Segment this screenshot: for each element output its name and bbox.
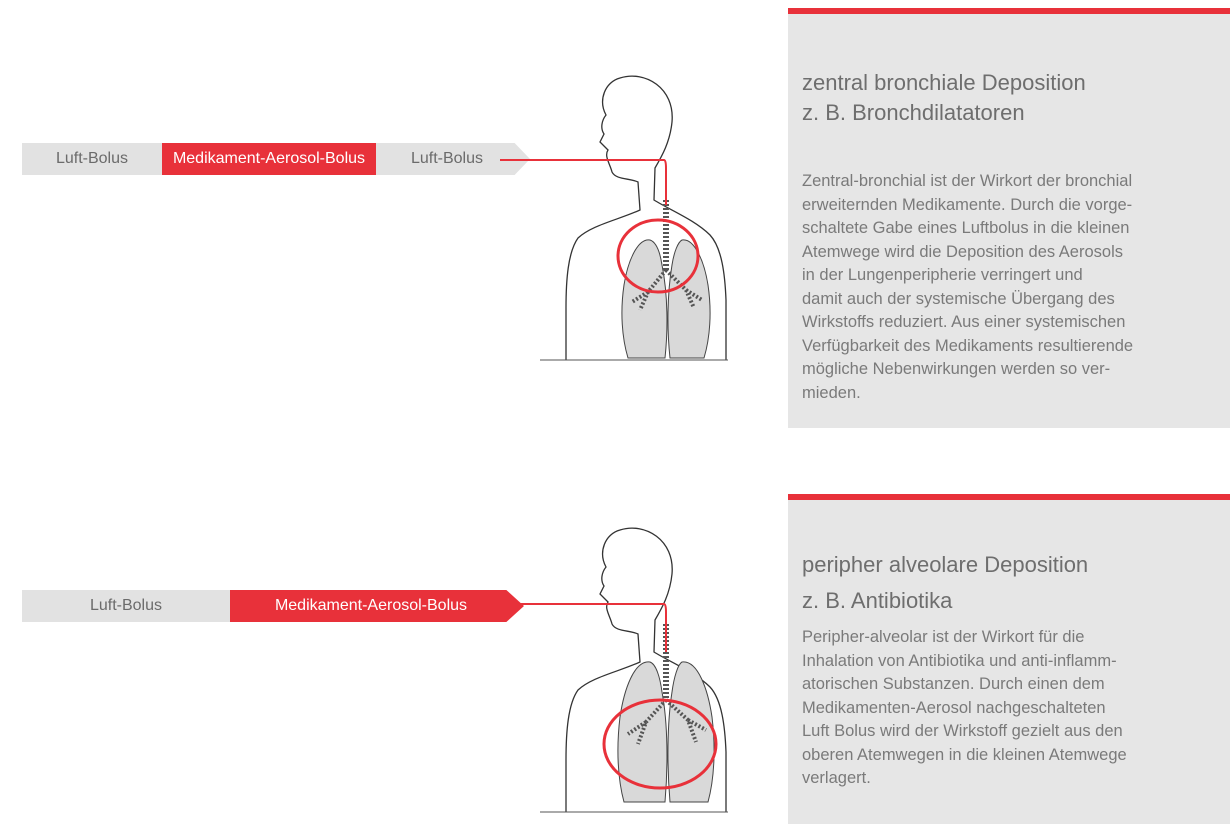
- aerosol-airway-path: [500, 160, 666, 205]
- aerosol-airway-path: [500, 604, 666, 652]
- description-line: in der Lungenperipherie verringert und: [802, 264, 1230, 288]
- description-line: Verfügbarkeit des Medikaments resultiere…: [802, 335, 1230, 359]
- description-line: Medikamenten-Aerosol nachgeschalteten: [802, 697, 1230, 721]
- description-line: erweiternden Medikamente. Durch die vorg…: [802, 194, 1230, 218]
- deposition-description: Zentral-bronchial ist der Wirkort der br…: [802, 170, 1230, 405]
- description-line: atorischen Substanzen. Durch einen dem: [802, 673, 1230, 697]
- deposition-section-peripheral: Luft-Bolus Medikament-Aerosol-Bolus peri…: [0, 490, 1230, 824]
- deposition-description: Peripher-alveolar ist der Wirkort für di…: [802, 626, 1230, 791]
- lung-figure-peripheral: [500, 512, 730, 817]
- description-line: mögliche Nebenwirkungen werden so ver-: [802, 358, 1230, 382]
- info-panel-peripheral: peripher alveolare Deposition z. B. Anti…: [788, 494, 1230, 824]
- description-line: Zentral-bronchial ist der Wirkort der br…: [802, 170, 1230, 194]
- human-torso-lungs-illustration: [500, 60, 730, 365]
- deposition-subheading: z. B. Bronchdilatatoren: [802, 100, 1025, 126]
- description-line: Luft Bolus wird der Wirkstoff gezielt au…: [802, 720, 1230, 744]
- bolus-sequence-bar: Luft-Bolus Medikament-Aerosol-Bolus Luft…: [22, 143, 530, 175]
- human-torso-lungs-illustration: [500, 512, 730, 817]
- lung-figure-central: [500, 60, 730, 365]
- deposition-heading: zentral bronchiale Deposition: [802, 70, 1086, 96]
- medication-aerosol-bolus-segment: Medikament-Aerosol-Bolus: [162, 143, 376, 175]
- description-line: damit auch der systemische Übergang des: [802, 288, 1230, 312]
- description-line: verlagert.: [802, 767, 1230, 791]
- description-line: Peripher-alveolar ist der Wirkort für di…: [802, 626, 1230, 650]
- description-line: schaltete Gabe eines Luftbolus in die kl…: [802, 217, 1230, 241]
- deposition-heading: peripher alveolare Deposition: [802, 552, 1088, 578]
- description-line: mieden.: [802, 382, 1230, 406]
- info-panel-central: zentral bronchiale Deposition z. B. Bron…: [788, 8, 1230, 428]
- air-bolus-segment: Luft-Bolus: [22, 143, 162, 175]
- deposition-subheading: z. B. Antibiotika: [802, 588, 952, 614]
- medication-aerosol-bolus-segment: Medikament-Aerosol-Bolus: [230, 590, 524, 622]
- description-line: Wirkstoffs reduziert. Aus einer systemis…: [802, 311, 1230, 335]
- air-bolus-segment: Luft-Bolus: [22, 590, 230, 622]
- description-line: oberen Atemwegen in die kleinen Atemwege: [802, 744, 1230, 768]
- description-line: Atemwege wird die Deposition des Aerosol…: [802, 241, 1230, 265]
- deposition-section-central: Luft-Bolus Medikament-Aerosol-Bolus Luft…: [0, 0, 1230, 430]
- description-line: Inhalation von Antibiotika und anti-infl…: [802, 650, 1230, 674]
- bolus-sequence-bar: Luft-Bolus Medikament-Aerosol-Bolus: [22, 590, 524, 622]
